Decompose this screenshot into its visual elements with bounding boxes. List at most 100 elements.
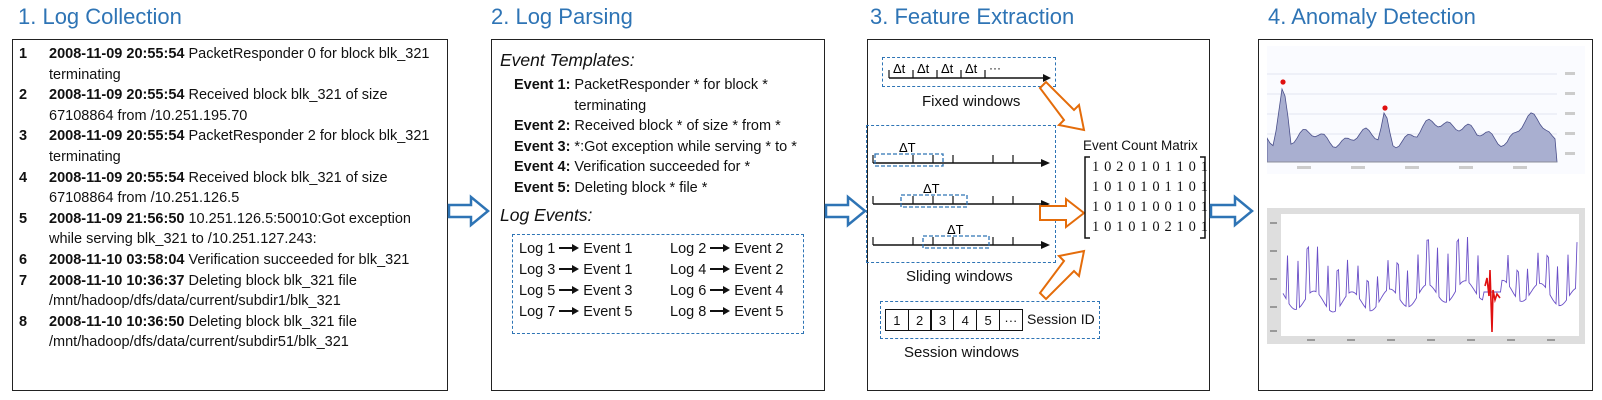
event-template-text: *:Got exception while serving * to *: [574, 138, 797, 155]
matrix-brackets: [1084, 156, 1206, 239]
area-series: [1267, 87, 1558, 163]
event-templates-list: Event 1:PacketResponder * for block * te…: [500, 75, 816, 199]
matrix-row: 1 0 1 0 1 0 1 1 0 1: [1092, 179, 1209, 195]
log-entry: 1 2008-11-09 20:55:54 PacketResponder 0 f…: [19, 44, 441, 85]
event-template-label: Event 3:: [514, 138, 571, 155]
log-line-number: 3: [19, 128, 28, 145]
right-arrow-icon: [710, 285, 731, 294]
anomaly-point-marker: [1382, 105, 1388, 111]
right-arrow-icon: [710, 264, 731, 273]
log-content: Deleting block blk_321 file /mnt/hadoop/…: [49, 313, 357, 351]
log-timestamp: 2008-11-09 20:55:54: [49, 46, 185, 62]
log-event-mapping: Log 1 Event 1: [519, 241, 632, 257]
event-id: Event 5: [583, 303, 633, 320]
log-entry: 8 2008-11-10 10:36:50 Deleting block blk_…: [19, 312, 441, 353]
event-template-text: Deleting block * file *: [574, 179, 708, 196]
feature-extraction-panel: Δt Δt Δt Δt ··· Fixed windows ΔT: [866, 39, 1210, 391]
session-cell: 1: [884, 309, 909, 331]
orange-arrow-icon: [1038, 80, 1086, 132]
right-arrow-icon: [559, 264, 580, 273]
event-id: Event 4: [734, 282, 784, 299]
log-id: Log 7: [519, 303, 556, 320]
orange-arrow-icon: [1039, 196, 1086, 230]
flow-arrow-icon: [824, 194, 867, 228]
event-template: Event 4:Verification succeeded for *: [500, 157, 816, 178]
log-line-number: 4: [19, 169, 28, 186]
log-line-number: 5: [19, 210, 28, 227]
delta-t-label: Δt: [917, 61, 930, 76]
log-timestamp: 2008-11-10 03:58:04: [49, 251, 185, 268]
matrix-row: 1 0 2 0 1 0 1 1 0 1: [1092, 159, 1209, 175]
log-content: Verification succeeded for blk_321: [188, 251, 410, 268]
event-template-label: Event 2:: [514, 118, 571, 135]
fixed-windows-timeline: Δt Δt Δt Δt ···: [888, 61, 1051, 82]
right-arrow-icon: [710, 306, 731, 315]
delta-T-label: ΔT: [899, 140, 916, 155]
feature-arrows: [1038, 80, 1086, 301]
log-entry: 5 2008-11-09 21:56:50 10.251.126.5:50010:…: [19, 209, 441, 250]
log-message: 2008-11-09 20:55:54 PacketResponder 0 fo…: [49, 44, 441, 85]
event-id: Event 2: [734, 240, 784, 257]
log-content: Received block blk_321 of size 67108864 …: [49, 169, 388, 207]
event-count-matrix: 1 0 2 0 1 0 1 1 0 1 1 0 1 0 1 0 1 1 0 1 1 …: [1092, 157, 1209, 237]
event-template-label: Event 5:: [514, 179, 571, 196]
session-cell: ···: [998, 309, 1023, 331]
log-message: 2008-11-09 20:55:54 PacketResponder 2 fo…: [49, 126, 441, 167]
flow-arrow-icon: [447, 194, 490, 228]
event-template-label: Event 1:: [514, 77, 571, 93]
log-id: Log 8: [670, 303, 707, 320]
log-content: PacketResponder 2 for block blk_321 term…: [49, 128, 430, 165]
log-timestamp: 2008-11-09 20:55:54: [49, 87, 185, 104]
right-arrow-icon: [559, 306, 580, 315]
event-template: Event 1:PacketResponder * for block * te…: [500, 75, 816, 116]
event-templates-title: Event Templates:: [500, 50, 635, 70]
fixed-windows-caption: Fixed windows: [922, 93, 1021, 110]
anomaly-detection-panel: [1258, 39, 1593, 391]
log-id: Log 1: [519, 240, 556, 257]
log-events-title: Log Events:: [500, 204, 593, 225]
right-arrow-icon: [559, 285, 580, 294]
log-entry: 3 2008-11-09 20:55:54 PacketResponder 2 f…: [19, 126, 441, 167]
matrix-row: 1 0 1 0 1 0 2 1 0 1: [1092, 219, 1209, 235]
log-event-mapping: Log 2 Event 2: [670, 241, 783, 257]
delta-t-label: Δt: [893, 61, 906, 76]
log-timestamp: 2008-11-09 21:56:50: [49, 210, 185, 227]
session-cell: 4: [953, 309, 978, 331]
log-id: Log 3: [519, 261, 556, 278]
log-line-number: 8: [19, 313, 28, 330]
log-id: Log 4: [670, 261, 707, 278]
log-content: 10.251.126.5:50010:Got exception while s…: [49, 210, 411, 248]
log-timestamp: 2008-11-09 20:55:54: [49, 128, 185, 145]
log-entry: 2 2008-11-09 20:55:54 Received block blk_…: [19, 85, 441, 126]
flow-arrow-icon: [1209, 194, 1254, 228]
log-line-number: 1: [19, 46, 28, 62]
log-id: Log 2: [670, 240, 707, 257]
log-message: 2008-11-10 10:36:37 Deleting block blk_3…: [49, 271, 441, 312]
event-id: Event 3: [583, 282, 633, 299]
event-template: Event 3:*:Got exception while serving * …: [500, 137, 816, 158]
delta-t-label: Δt: [941, 61, 954, 76]
line-chart-thumbnail: [1267, 208, 1585, 344]
event-id: Event 2: [734, 261, 784, 278]
area-chart-thumbnail: [1267, 46, 1585, 174]
log-content: Received block blk_321 of size 67108864 …: [49, 87, 388, 124]
right-arrow-icon: [710, 243, 731, 252]
fixed-windows-box: Δt Δt Δt Δt ···: [882, 57, 1056, 87]
stage-title-log-parsing: 2. Log Parsing: [491, 4, 633, 29]
log-parsing-panel: Event Templates: Event 1:PacketResponder…: [491, 39, 825, 391]
right-arrow-icon: [559, 243, 580, 252]
event-template-text: Received block * of size * from *: [574, 118, 781, 135]
orange-arrow-icon: [1038, 249, 1086, 301]
event-count-matrix-title: Event Count Matrix: [1083, 138, 1198, 153]
stage-title-feature-extraction: 3. Feature Extraction: [870, 4, 1075, 29]
delta-t-label: Δt: [965, 61, 978, 76]
log-line-number: 2: [19, 87, 28, 104]
time-series-line: [1282, 236, 1578, 313]
log-message: 2008-11-10 10:36:50 Deleting block blk_3…: [49, 312, 441, 353]
event-id: Event 1: [583, 240, 633, 257]
log-list: 1 2008-11-09 20:55:54 PacketResponder 0 f…: [19, 44, 441, 353]
